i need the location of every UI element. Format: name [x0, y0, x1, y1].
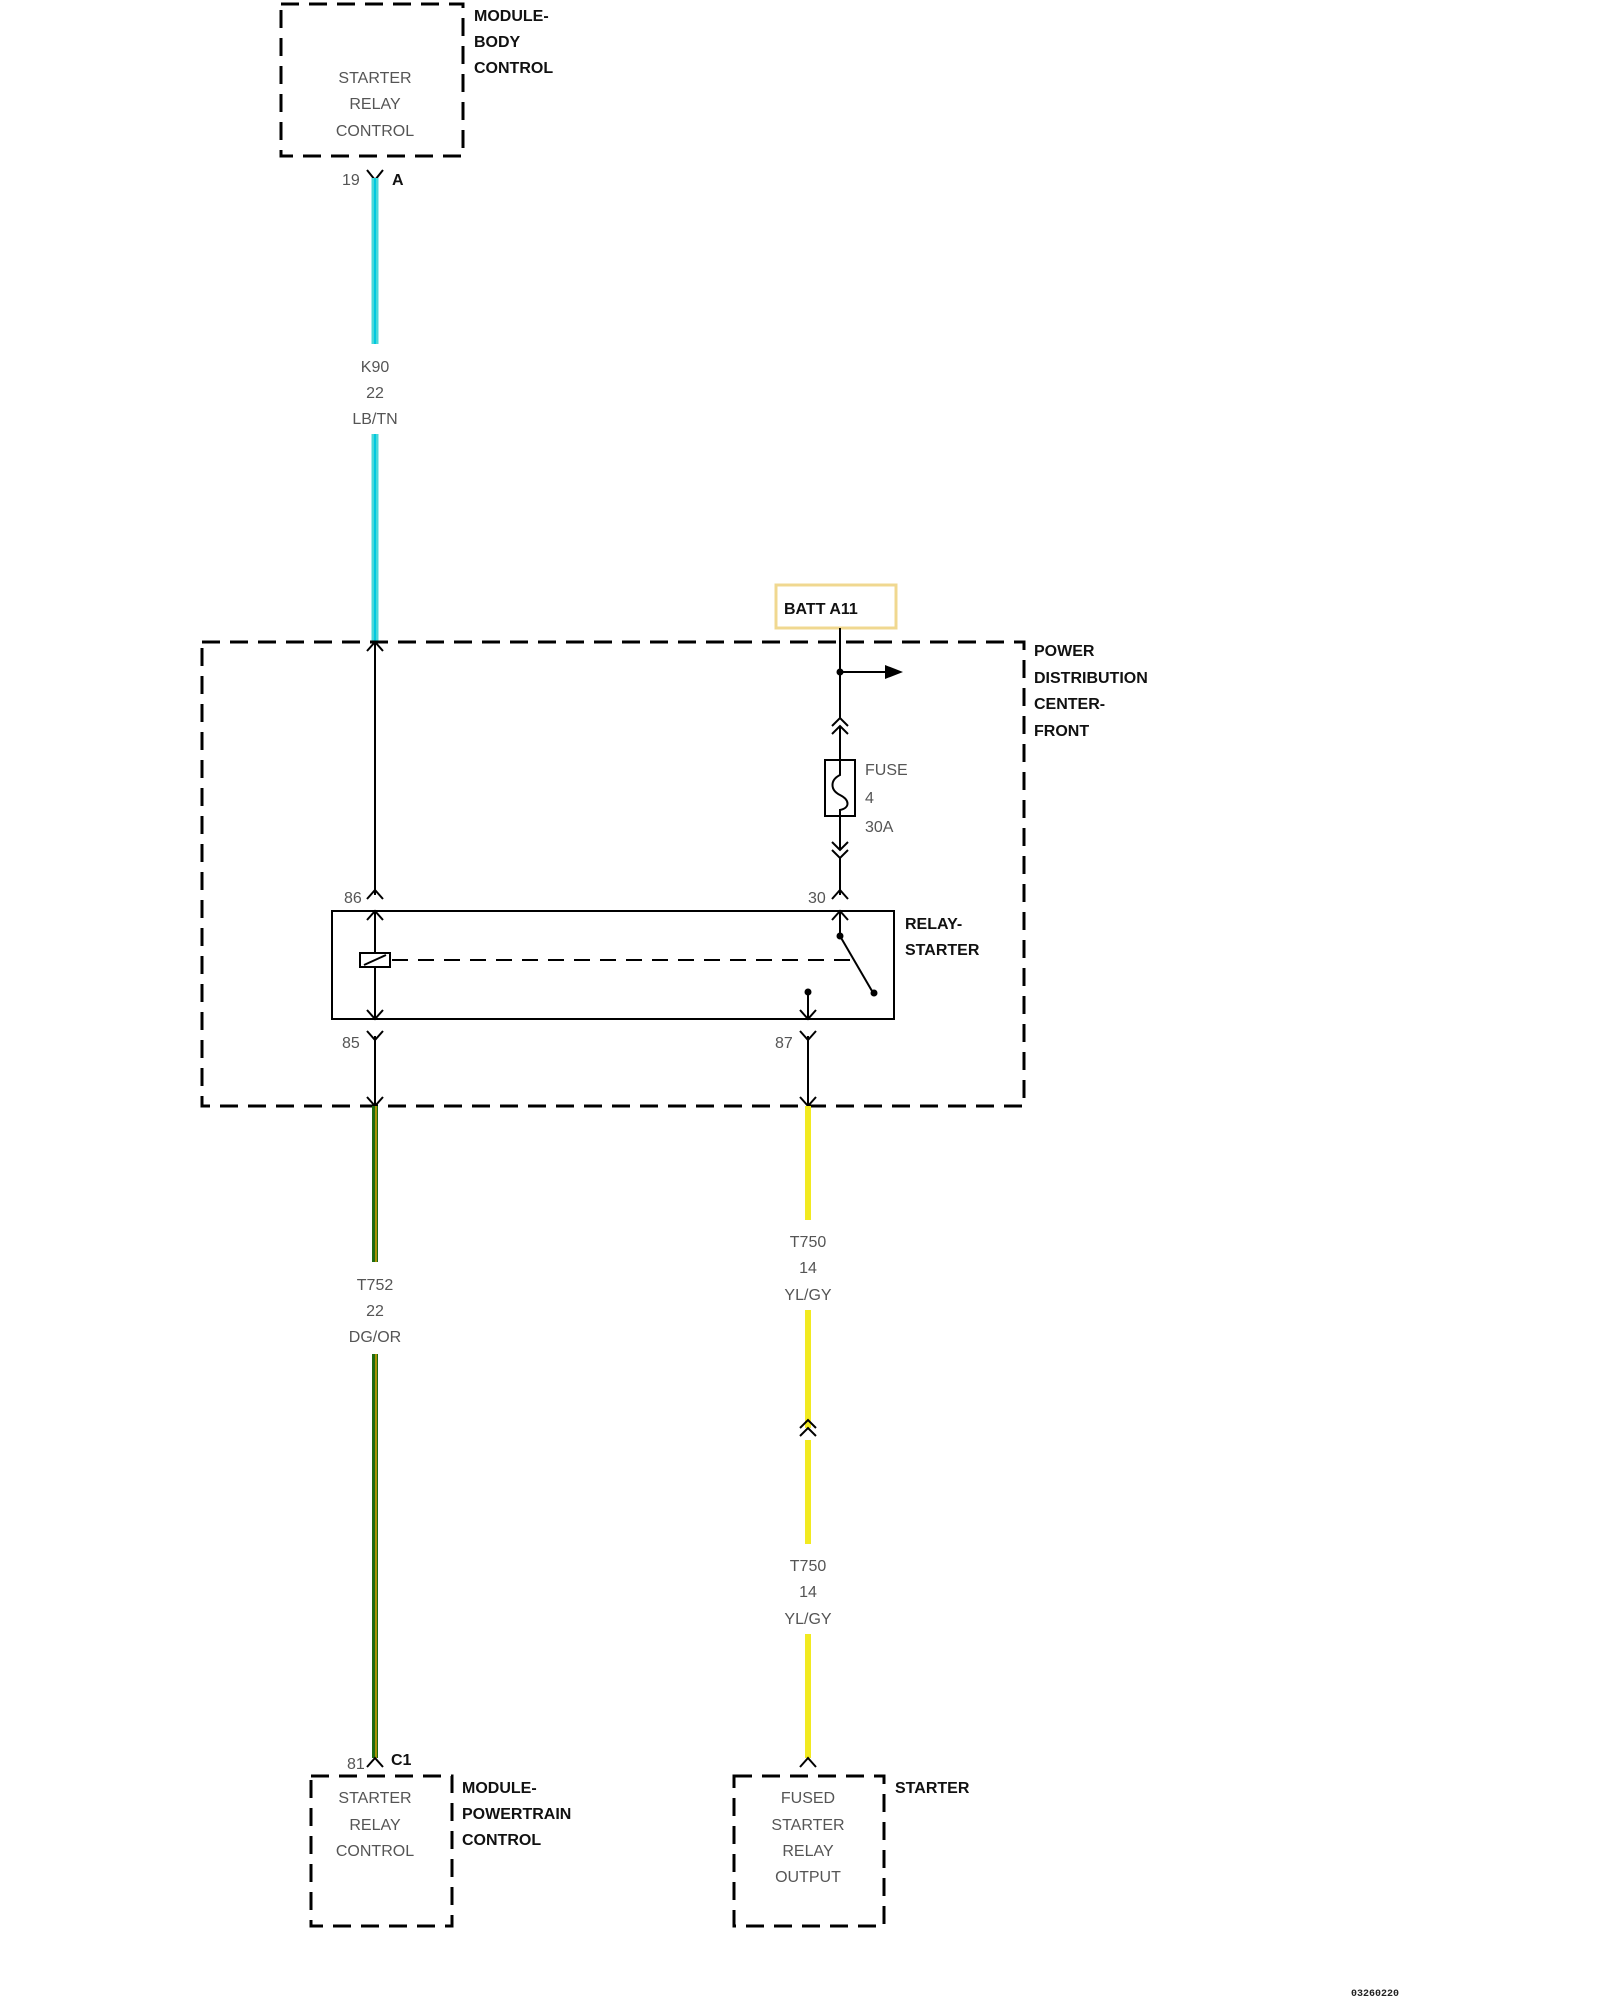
pdc-name-line-3: CENTER-	[1034, 696, 1105, 713]
relay-pin-87-label: 87	[775, 1035, 793, 1052]
powertrain-function-line-3: CONTROL	[336, 1843, 414, 1860]
fuse-top-chevron-1	[831, 716, 849, 727]
wire-t750-upper-color-label: YL/GY	[784, 1287, 831, 1304]
pdc-name-line-2: DISTRIBUTION	[1034, 670, 1148, 687]
relay-coil-diagonal	[363, 954, 387, 966]
powertrain-name-line-2: POWERTRAIN	[462, 1806, 571, 1823]
inline-connector-chevron-1	[799, 1418, 817, 1429]
body-control-name-line-3: CONTROL	[474, 60, 553, 77]
relay-switch-blade	[839, 935, 873, 992]
relay-pin-30-label: 30	[808, 890, 826, 907]
powertrain-connector-label: C1	[391, 1752, 412, 1769]
wire-t750-upper-circuit-label: T750	[790, 1234, 827, 1251]
starter-function-line-2: STARTER	[771, 1817, 844, 1834]
relay-pin-86-chevron	[366, 888, 384, 900]
relay-pin-86-label: 86	[344, 890, 362, 907]
wire-t752-gauge-label: 22	[366, 1303, 384, 1320]
body-control-pin-label: 19	[342, 172, 360, 189]
pdc-name-line-4: FRONT	[1034, 723, 1089, 740]
relay-coil-top-arrow	[366, 909, 384, 921]
wire-t750-lower-color-label: YL/GY	[784, 1611, 831, 1628]
body-control-function-line-3: CONTROL	[336, 123, 414, 140]
wire-k90-color-label: LB/TN	[352, 411, 397, 428]
relay-switch-blade-end	[870, 989, 878, 997]
powertrain-pin-label: 81	[347, 1756, 365, 1773]
powertrain-name-line-1: MODULE-	[462, 1780, 537, 1797]
relay-switch-top-arrow	[831, 909, 849, 921]
relay-coil-bottom-arrow	[366, 1009, 384, 1021]
body-control-function-line-2: RELAY	[349, 96, 401, 113]
body-control-name-line-2: BODY	[474, 34, 521, 51]
starter-function-line-4: OUTPUT	[775, 1869, 841, 1886]
inline-connector-chevron-2	[799, 1426, 817, 1437]
diagram-code: 03260220	[1351, 1989, 1399, 2000]
powertrain-pin-chevron	[366, 1756, 384, 1768]
powertrain-function-line-2: RELAY	[349, 1817, 401, 1834]
fuse-bottom-chevron-1	[831, 841, 849, 852]
batt-label: BATT A11	[784, 601, 858, 618]
relay-switch-bottom-arrow	[799, 1009, 817, 1021]
starter-name-line-1: STARTER	[895, 1780, 970, 1797]
pdc-name-line-1: POWER	[1034, 643, 1095, 660]
relay-body	[331, 910, 895, 1020]
wire-t750-upper-gauge-label: 14	[799, 1260, 817, 1277]
relay-name-line-1: RELAY-	[905, 916, 962, 933]
powertrain-name-line-3: CONTROL	[462, 1832, 541, 1849]
wire-t752-circuit-label: T752	[357, 1277, 394, 1294]
wire-k90-circuit-label: K90	[361, 359, 390, 376]
fuse-element	[831, 760, 849, 816]
relay-pin-30-chevron	[831, 888, 849, 900]
body-control-function-line-1: STARTER	[338, 70, 411, 87]
pdc-box	[200, 640, 1026, 1108]
starter-module-box	[732, 1774, 886, 1928]
body-control-name-line-1: MODULE-	[474, 8, 549, 25]
pdc-wire-86-top-arrow	[366, 640, 384, 652]
batt-splice-arrow	[885, 665, 903, 679]
wire-t752-color-label: DG/OR	[349, 1329, 401, 1346]
starter-function-line-1: FUSED	[781, 1790, 835, 1807]
powertrain-function-line-1: STARTER	[338, 1790, 411, 1807]
relay-pin-85-label: 85	[342, 1035, 360, 1052]
batt-label-box	[774, 583, 898, 630]
fuse-label-line-1: FUSE	[865, 762, 908, 779]
fuse-label-line-2: 4	[865, 790, 874, 807]
body-control-module-box	[279, 2, 465, 158]
starter-pin-chevron	[799, 1756, 817, 1768]
relay-name-line-2: STARTER	[905, 942, 980, 959]
wire-t750-lower-circuit-label: T750	[790, 1558, 827, 1575]
starter-function-line-3: RELAY	[782, 1843, 834, 1860]
wire-k90-gauge-label: 22	[366, 385, 384, 402]
body-control-connector-label: A	[392, 172, 404, 189]
wire-t750-lower-gauge-label: 14	[799, 1584, 817, 1601]
powertrain-control-module-box	[309, 1774, 454, 1928]
fuse-label-line-3: 30A	[865, 819, 894, 836]
